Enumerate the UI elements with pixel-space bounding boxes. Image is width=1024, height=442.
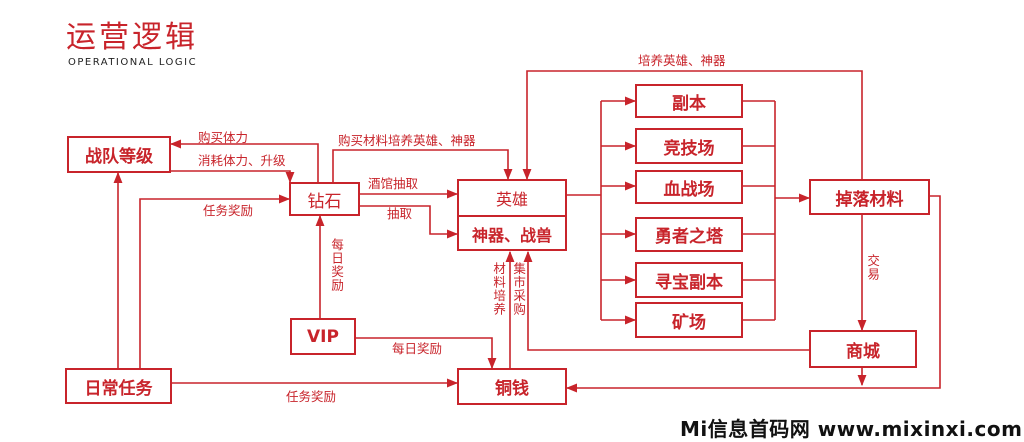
label-tavern-draw: 酒馆抽取	[368, 176, 419, 191]
node-hero: 英雄	[459, 181, 565, 217]
node-brave-tower: 勇者之塔	[635, 217, 743, 252]
label-buy-materials: 购买材料培养英雄、神器	[338, 133, 476, 148]
page-subtitle: OPERATIONAL LOGIC	[68, 57, 198, 68]
label-material-upgrade: 材料培养	[491, 262, 507, 316]
edge-buy-materials	[332, 149, 513, 182]
edge-diamond-buy-stamina	[169, 139, 319, 182]
edge-drop-copper	[565, 195, 941, 393]
watermark: Mi信息首码网 www.mixinxi.com	[680, 417, 1023, 441]
label-daily-reward-vip-copper: 每日奖励	[392, 341, 443, 356]
node-dungeon: 副本	[635, 84, 743, 118]
label-draw: 抽取	[387, 206, 413, 221]
node-team-level: 战队等级	[67, 136, 171, 173]
label-trade: 交易	[865, 254, 881, 281]
node-vip: VIP	[290, 318, 356, 355]
node-drop-material: 掉落材料	[809, 179, 930, 215]
node-daily-task: 日常任务	[65, 368, 172, 404]
edge-draw	[360, 205, 459, 239]
label-train-top: 培养英雄、神器	[638, 53, 726, 68]
node-blood-field: 血战场	[635, 170, 743, 204]
label-consume-stamina: 消耗体力、升级	[198, 153, 286, 168]
edge-consume-stamina	[171, 170, 295, 184]
node-hero-group: 英雄 神器、战兽	[457, 179, 567, 251]
node-arena: 竞技场	[635, 128, 743, 164]
node-copper: 铜钱	[457, 368, 567, 405]
node-treasure-dungeon: 寻宝副本	[635, 262, 743, 298]
label-task-reward-diamond: 任务奖励	[203, 203, 254, 218]
page-title: 运营逻辑	[66, 20, 198, 55]
edge-drop-hero-top	[522, 70, 863, 181]
label-buy-stamina: 购买体力	[198, 130, 249, 145]
label-daily-reward-vip-diamond: 每日奖励	[329, 238, 345, 292]
label-market-buy: 集市采购	[511, 262, 527, 316]
edge-task-diamond	[139, 194, 291, 368]
edge-vip-copper	[356, 337, 497, 370]
node-diamond: 钻石	[289, 182, 360, 216]
label-task-reward-copper: 任务奖励	[286, 389, 337, 404]
node-mall: 商城	[809, 330, 917, 368]
edge-mall-artifacts	[523, 250, 809, 351]
node-artifacts: 神器、战兽	[471, 226, 552, 245]
node-mine: 矿场	[635, 302, 743, 338]
